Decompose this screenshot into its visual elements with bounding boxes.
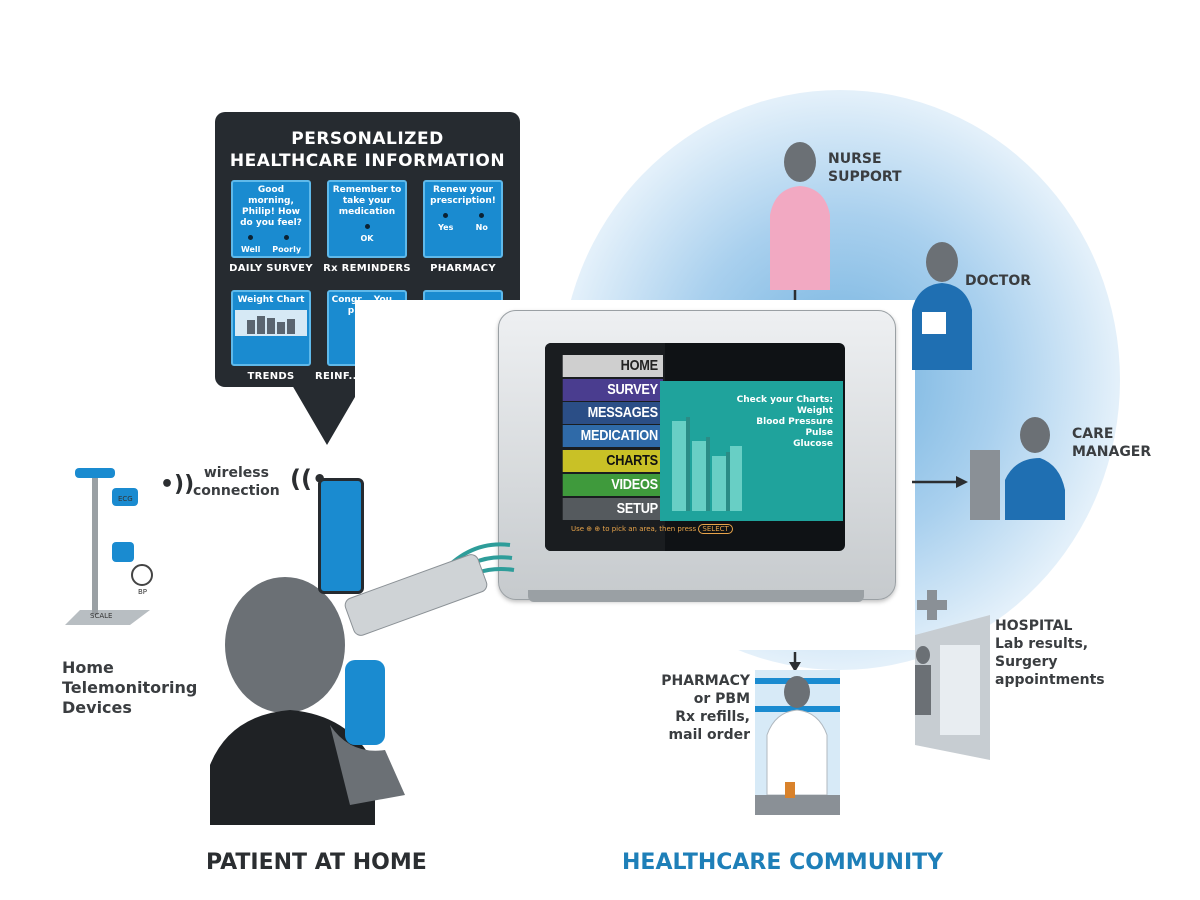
radio-dot-icon [479,213,485,218]
label-line: appointments [995,672,1105,688]
phone-device-icon [318,478,364,594]
doctor-label: DOCTOR [965,273,1032,289]
tile-option: Poorly [272,245,302,254]
panel-pointer [292,385,362,445]
pharmacist-icon [755,670,840,815]
healthcare-community-caption: HEALTHCARE COMMUNITY [622,850,944,875]
label-line: Devices [62,698,132,717]
label-line: PHARMACY [661,673,750,689]
wireless-label: wireless connection [193,464,280,500]
care-manager-icon [970,417,1065,520]
hospital-label: HOSPITAL Lab results, Surgery appointmen… [995,617,1105,689]
tv-menu-videos: VIDEOS [562,474,663,496]
tile-caption: REINF... [315,371,361,382]
label-line: CARE [1072,426,1114,442]
label-line: Telemonitoring [62,678,198,697]
label-line: Home [62,658,114,677]
scale-label: SCALE [90,612,113,620]
label-line: HOSPITAL [995,618,1073,634]
chart-item: Weight [797,406,833,416]
tv-menu-medication: MEDICATION [562,425,663,447]
arrow-head-icon [789,662,801,672]
tv-menu-home: HOME [562,355,663,377]
bar-chart-graphic-icon [672,417,742,511]
home-telemonitoring-label: Home Telemonitoring Devices [62,658,197,718]
nurse-icon [770,142,830,290]
tile-option: Well [240,245,261,254]
panel-title-line2: HEALTHCARE INFORMATION [229,151,506,171]
label-line: Lab results, [995,636,1089,652]
label-line: Surgery [995,654,1058,670]
ecg-label: ECG [118,495,133,503]
tile-text: Remember to take your medication [332,185,402,217]
label-line: MANAGER [1072,444,1152,460]
tile-option: No [475,223,488,232]
chart-item: Blood Pressure [756,417,833,427]
telemonitoring-devices-icon [65,468,153,625]
charts-heading: Check your Charts: [736,395,833,405]
patient-at-home-caption: PATIENT AT HOME [206,850,427,875]
tile-caption: TRENDS [247,371,295,382]
screen-footer: Use ⊕ ⊕ to pick an area, then press SELE… [571,524,841,534]
rx-reminder-tile: Remember to take your medication OK [327,180,407,258]
hospital-icon [915,590,990,760]
tv-menu-charts: CHARTS [562,450,663,472]
tile-caption: Rx REMINDERS [323,263,411,274]
bp-label: BP [138,588,148,596]
footer-text: Use ⊕ ⊕ to pick an area, then press [571,525,697,533]
wireless-line1: wireless [203,465,269,481]
daily-survey-tile: Good morning, Philip! How do you feel? W… [231,180,311,258]
label-line: or PBM [693,691,750,707]
label-line: Rx refills, [675,709,750,725]
label-line: NURSE [828,151,882,167]
arrow-head-icon [956,476,968,488]
tile-option: OK [360,234,374,243]
doctor-icon [912,242,972,370]
care-manager-label: CARE MANAGER [1072,425,1151,461]
chart-item: Glucose [793,439,833,449]
tv-base [528,590,864,602]
tv-menu-messages: MESSAGES [562,402,663,424]
chart-item: Pulse [805,428,833,438]
tile-caption: DAILY SURVEY [229,263,313,274]
nurse-support-label: NURSE SUPPORT [828,150,902,186]
wireless-wave-icon: •)) [160,472,195,497]
tv-menu-survey: SURVEY [562,379,663,401]
pharmacy-tile: Renew your prescription! Yes No [423,180,503,258]
tile-text: Weight Chart [237,295,305,305]
radio-dot-icon [443,213,449,218]
wireless-line2: connection [193,483,280,499]
wireless-wave-icon: ((• [290,465,328,493]
weight-chart-tile: Weight Chart [231,290,311,366]
label-line: SUPPORT [828,169,902,185]
label-line: mail order [668,727,750,743]
charts-panel: Check your Charts: Weight Blood Pressure… [660,381,843,521]
mini-bar-chart-icon [235,310,307,336]
patient-silhouette-icon [210,577,405,825]
tile-option: Yes [438,223,454,232]
tile-text: Good morning, Philip! How do you feel? [240,185,302,228]
panel-title-line1: PERSONALIZED [291,129,444,149]
radio-dot-icon [284,235,290,240]
radio-dot-icon [364,224,370,229]
radio-dot-icon [248,235,254,240]
tv-screen: HOME SURVEY MESSAGES MEDICATION CHARTS V… [545,343,845,551]
tile-text: Renew your prescription! [430,185,496,206]
pharmacy-label: PHARMACY or PBM Rx refills, mail order [635,672,750,744]
tile-caption: PHARMACY [430,263,496,274]
select-button-icon: SELECT [698,524,733,534]
tv-menu-setup: SETUP [562,498,663,520]
